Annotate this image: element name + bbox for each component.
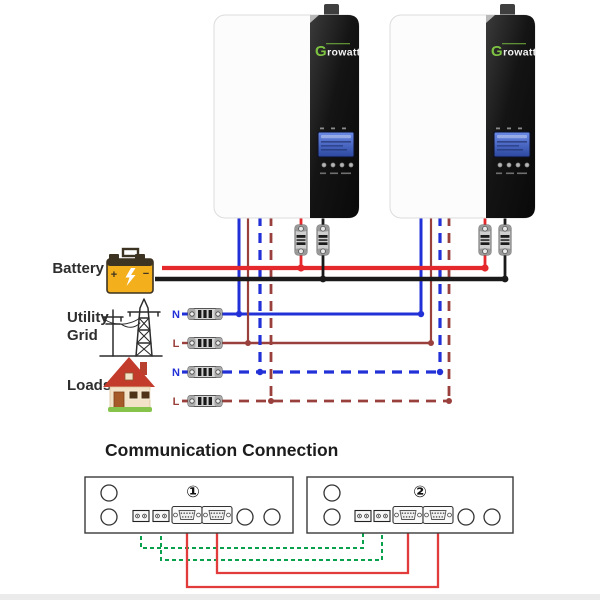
battery-fuse-icon [498,224,512,256]
mounting-hole [323,508,341,526]
panel-2-number: ② [413,482,427,501]
loads-n-breaker-icon [187,366,223,378]
battery-fuse-icon [478,224,492,256]
mounting-hole [323,484,341,502]
mounting-hole [236,508,254,526]
svg-text:−: − [143,268,149,280]
battery-fuse-icon [294,224,308,256]
loads-n-wire: N [172,216,444,379]
loads-n-label: N [172,367,180,379]
parallel-port-icon [373,509,391,523]
inverter-1 [213,3,362,219]
communication-connection-title: Communication Connection [105,440,338,460]
panel-1-number: ① [186,482,200,501]
utility-n-breaker-icon [187,308,223,320]
db9-serial-port-icon [201,505,233,525]
db9-serial-port-icon [422,505,454,525]
battery-label: Battery [52,260,104,277]
utility-grid-label-line2: Grid [67,327,98,344]
utility-l-breaker-icon [187,337,223,349]
inverter-2 [389,3,538,219]
comm-panel-1: ① [84,476,294,534]
mounting-hole [457,508,475,526]
utility-n-label: N [172,309,180,321]
db9-serial-port-icon [171,505,203,525]
loads-label: Loads [67,377,111,394]
loads-house-icon [103,357,155,412]
mounting-hole [483,508,501,526]
loads-l-breaker-icon [187,395,223,407]
mounting-hole [263,508,281,526]
mounting-hole [100,508,118,526]
battery-negative-wire [155,216,509,283]
battery-icon: + − [106,247,154,294]
photo-bottom-strip [0,594,600,600]
utility-l-label: L [173,338,180,350]
mounting-hole [100,484,118,502]
loads-l-wire: L [173,216,452,408]
db9-serial-port-icon [392,505,424,525]
svg-text:+: + [111,269,117,281]
loads-l-label: L [173,396,180,408]
comm-panel-2: ② [306,476,514,534]
utility-grid-label-line1: Utility [67,309,109,326]
parallel-port-icon [152,509,170,523]
battery-fuse-icon [316,224,330,256]
parallel-port-icon [354,509,372,523]
parallel-port-icon [132,509,150,523]
utility-grid-icon [99,298,163,357]
utility-n-wire: N [172,216,425,321]
